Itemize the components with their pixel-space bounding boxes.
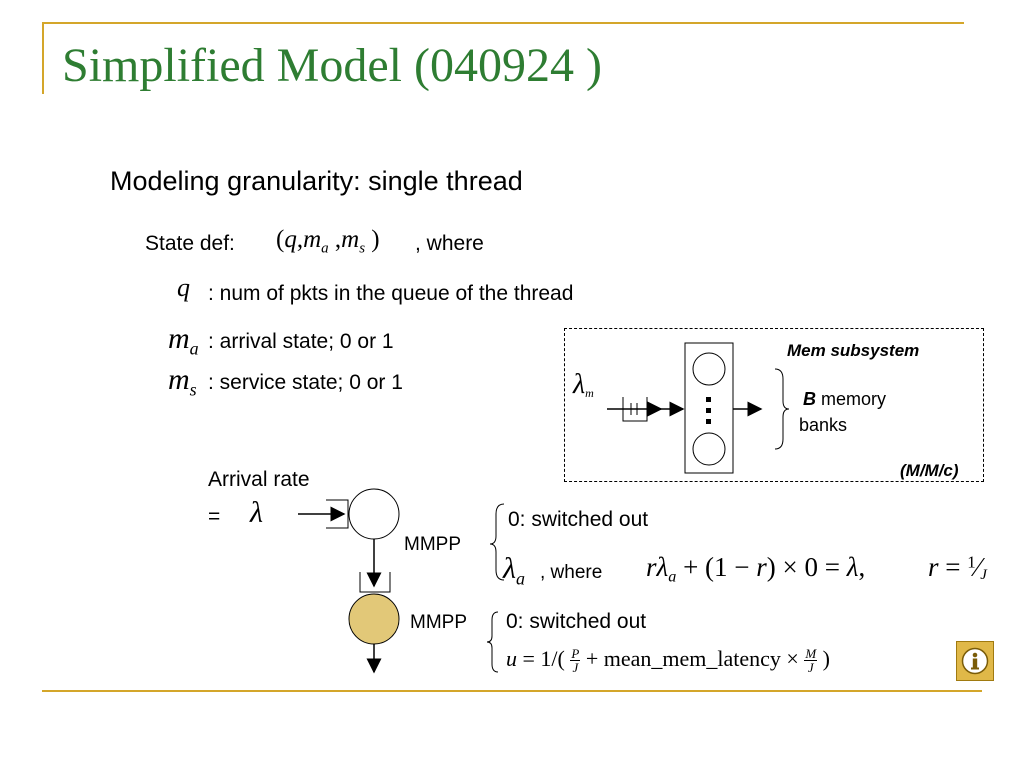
bottom-rule	[42, 690, 982, 692]
arrival-state-circle	[348, 488, 400, 540]
banks-label-line2: banks	[799, 415, 848, 435]
ma-description: : arrival state; 0 or 1	[208, 330, 394, 353]
info-icon	[961, 647, 989, 675]
state-def-suffix: , where	[415, 232, 484, 255]
switched-out-top: 0: switched out	[508, 508, 649, 531]
service-state-circle	[348, 593, 400, 645]
mmpp-top-label: MMPP	[404, 534, 461, 555]
slide-title: Simplified Model (040924 )	[62, 39, 602, 92]
ms-description: : service state; 0 or 1	[208, 371, 403, 394]
mmpp-bottom-label: MMPP	[410, 612, 467, 633]
mem-subsystem-box: λm Mem subsystem B memory banks (M/M/c)	[564, 328, 984, 482]
arrival-rate-equals: =	[208, 505, 221, 528]
arrival-formula: rλa + (1 − r) × 0 = λ,	[646, 552, 866, 586]
ma-symbol: ma	[168, 322, 199, 359]
ms-symbol: ms	[168, 363, 197, 400]
where-text: , where	[540, 562, 603, 583]
banks-memory-text: memory	[821, 389, 887, 409]
slide-subtitle: Modeling granularity: single thread	[110, 166, 523, 196]
banks-label-line1: B memory	[803, 389, 886, 410]
left-rule	[42, 22, 44, 94]
q-description: : num of pkts in the queue of the thread	[208, 282, 574, 305]
arrival-rate-label: Arrival rate	[208, 468, 310, 491]
state-def-label: State def:	[145, 232, 235, 255]
banks-b-label: B	[803, 389, 816, 409]
mem-subsystem-diagram	[607, 342, 790, 474]
lambda-m-symbol: λm	[573, 369, 594, 401]
info-button[interactable]	[956, 641, 994, 681]
state-def-formula: (q,ma ,ms )	[276, 226, 380, 257]
lambda-symbol: λ	[250, 496, 263, 529]
switched-out-bottom: 0: switched out	[506, 610, 647, 633]
r-formula: r = 1⁄J	[928, 552, 987, 583]
queue-type-label: (M/M/c)	[900, 461, 959, 480]
top-rule	[42, 22, 964, 24]
lambda-a-symbol: λa	[503, 552, 525, 589]
mean-mem-latency-text: mean_mem_latency	[603, 646, 781, 671]
q-symbol: q	[177, 273, 190, 302]
mem-subsystem-title: Mem subsystem	[787, 341, 920, 360]
